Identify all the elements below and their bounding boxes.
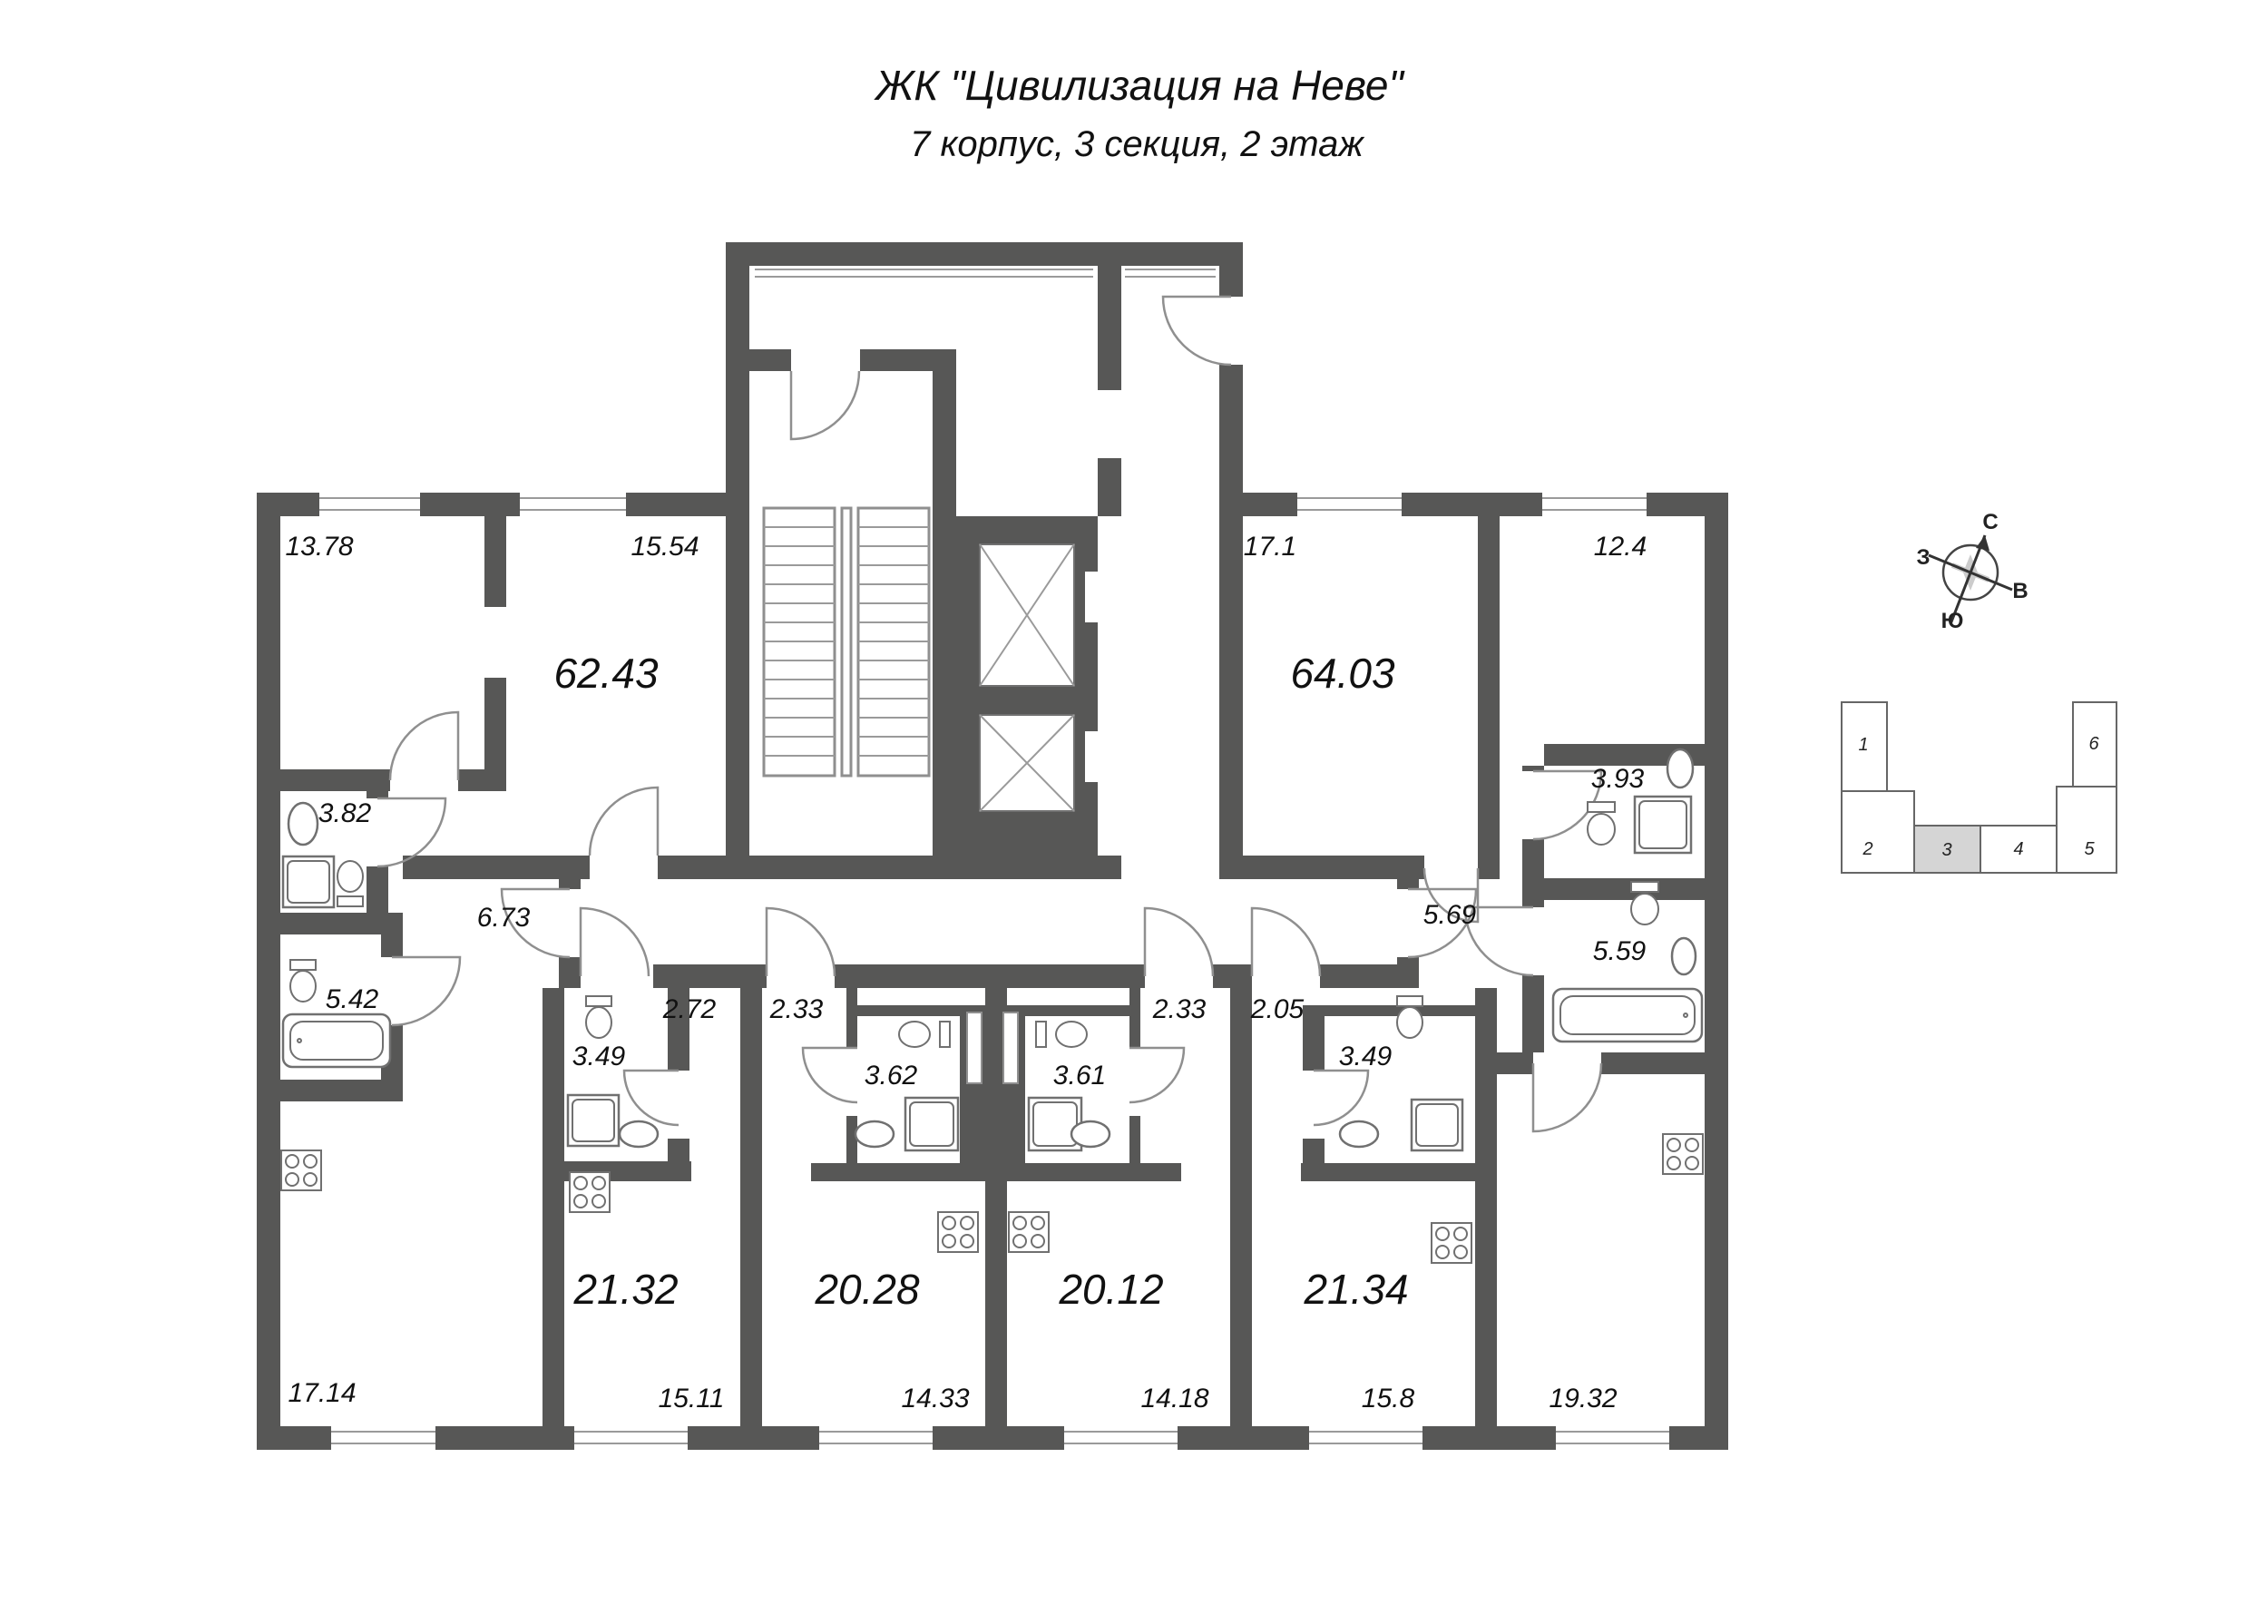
room-area-label: 13.78	[285, 532, 353, 562]
key-section-number: 5	[2084, 839, 2095, 859]
room-area-label: 3.49	[572, 1042, 626, 1071]
studio-total-label: 21.34	[1303, 1266, 1408, 1313]
apartment-total-label: 62.43	[553, 650, 659, 697]
key-section-number: 6	[2088, 734, 2099, 754]
compass-east-label: В	[2012, 579, 2028, 603]
room-area-label: 19.32	[1549, 1384, 1617, 1414]
room-area-label: 2.33	[1152, 994, 1207, 1024]
room-area-label: 5.59	[1593, 936, 1647, 966]
windows	[319, 269, 1669, 1444]
room-area-label: 5.69	[1423, 900, 1477, 930]
room-area-label: 3.93	[1591, 764, 1645, 794]
toilet-icon	[289, 801, 1659, 1048]
door-swings	[376, 295, 1603, 1133]
room-area-label: 15.11	[659, 1384, 725, 1414]
room-area-label: 3.62	[865, 1061, 918, 1091]
room-area-label: 2.33	[769, 994, 824, 1024]
room-area-label: 5.42	[326, 984, 379, 1014]
page-title: ЖК "Цивилизация на Неве"	[874, 62, 1405, 109]
room-area-label: 15.54	[631, 532, 699, 562]
studio-total-label: 20.28	[814, 1266, 920, 1313]
apartment-total-label: 64.03	[1290, 650, 1395, 697]
stove-icon	[280, 1133, 1704, 1264]
key-section-number: 1	[1858, 735, 1868, 755]
room-area-label: 3.82	[318, 798, 372, 828]
room-area-label: 14.18	[1140, 1384, 1208, 1414]
key-section-5	[2056, 786, 2117, 874]
room-area-label: 2.72	[662, 994, 717, 1024]
elevator-shafts	[979, 543, 1098, 812]
key-section-1	[1841, 701, 1888, 792]
studio-total-label: 21.32	[572, 1266, 678, 1313]
key-section-4	[1980, 825, 2058, 874]
room-area-label: 3.61	[1053, 1061, 1106, 1091]
page-subtitle: 7 корпус, 3 секция, 2 этаж	[910, 124, 1364, 164]
compass-needle-arrow	[1976, 535, 1989, 551]
compass-north-label: С	[1982, 510, 1998, 534]
sink-icon	[287, 748, 1697, 1149]
exterior-walls	[257, 242, 1728, 1450]
bathtub-icon	[281, 987, 1704, 1069]
compass-west-label: З	[1916, 545, 1930, 570]
area-labels: 13.78 15.54 62.43 3.82 6.73 5.42 17.14 1…	[285, 532, 1647, 1414]
compass: С З В Ю	[1916, 510, 2028, 633]
compass-south-label: Ю	[1941, 609, 1964, 633]
vent-shaft-slots	[966, 1012, 1019, 1084]
key-section-2	[1841, 790, 1915, 874]
studio-total-label: 20.12	[1058, 1266, 1163, 1313]
room-area-label: 2.05	[1250, 994, 1305, 1024]
room-area-label: 14.33	[901, 1384, 969, 1414]
key-section-number: 3	[1941, 840, 1951, 860]
key-section-6	[2072, 701, 2117, 788]
building-key-plan: 1 2 3 4 5 6	[1841, 701, 2117, 874]
interior-walls	[279, 266, 1705, 1426]
key-section-number: 4	[2013, 839, 2023, 859]
room-area-label: 3.49	[1339, 1042, 1393, 1071]
room-area-label: 17.14	[288, 1378, 356, 1408]
elevator-door-gap	[1085, 572, 1098, 622]
room-area-label: 17.1	[1244, 532, 1296, 562]
room-area-label: 6.73	[477, 903, 531, 933]
bath-fixtures	[280, 748, 1704, 1264]
elevator-door-gap	[1085, 731, 1098, 782]
staircase	[762, 506, 931, 778]
shower-icon	[281, 795, 1693, 1152]
key-section-number: 2	[1862, 839, 1872, 859]
room-area-label: 12.4	[1594, 532, 1647, 562]
room-area-label: 15.8	[1362, 1384, 1415, 1414]
